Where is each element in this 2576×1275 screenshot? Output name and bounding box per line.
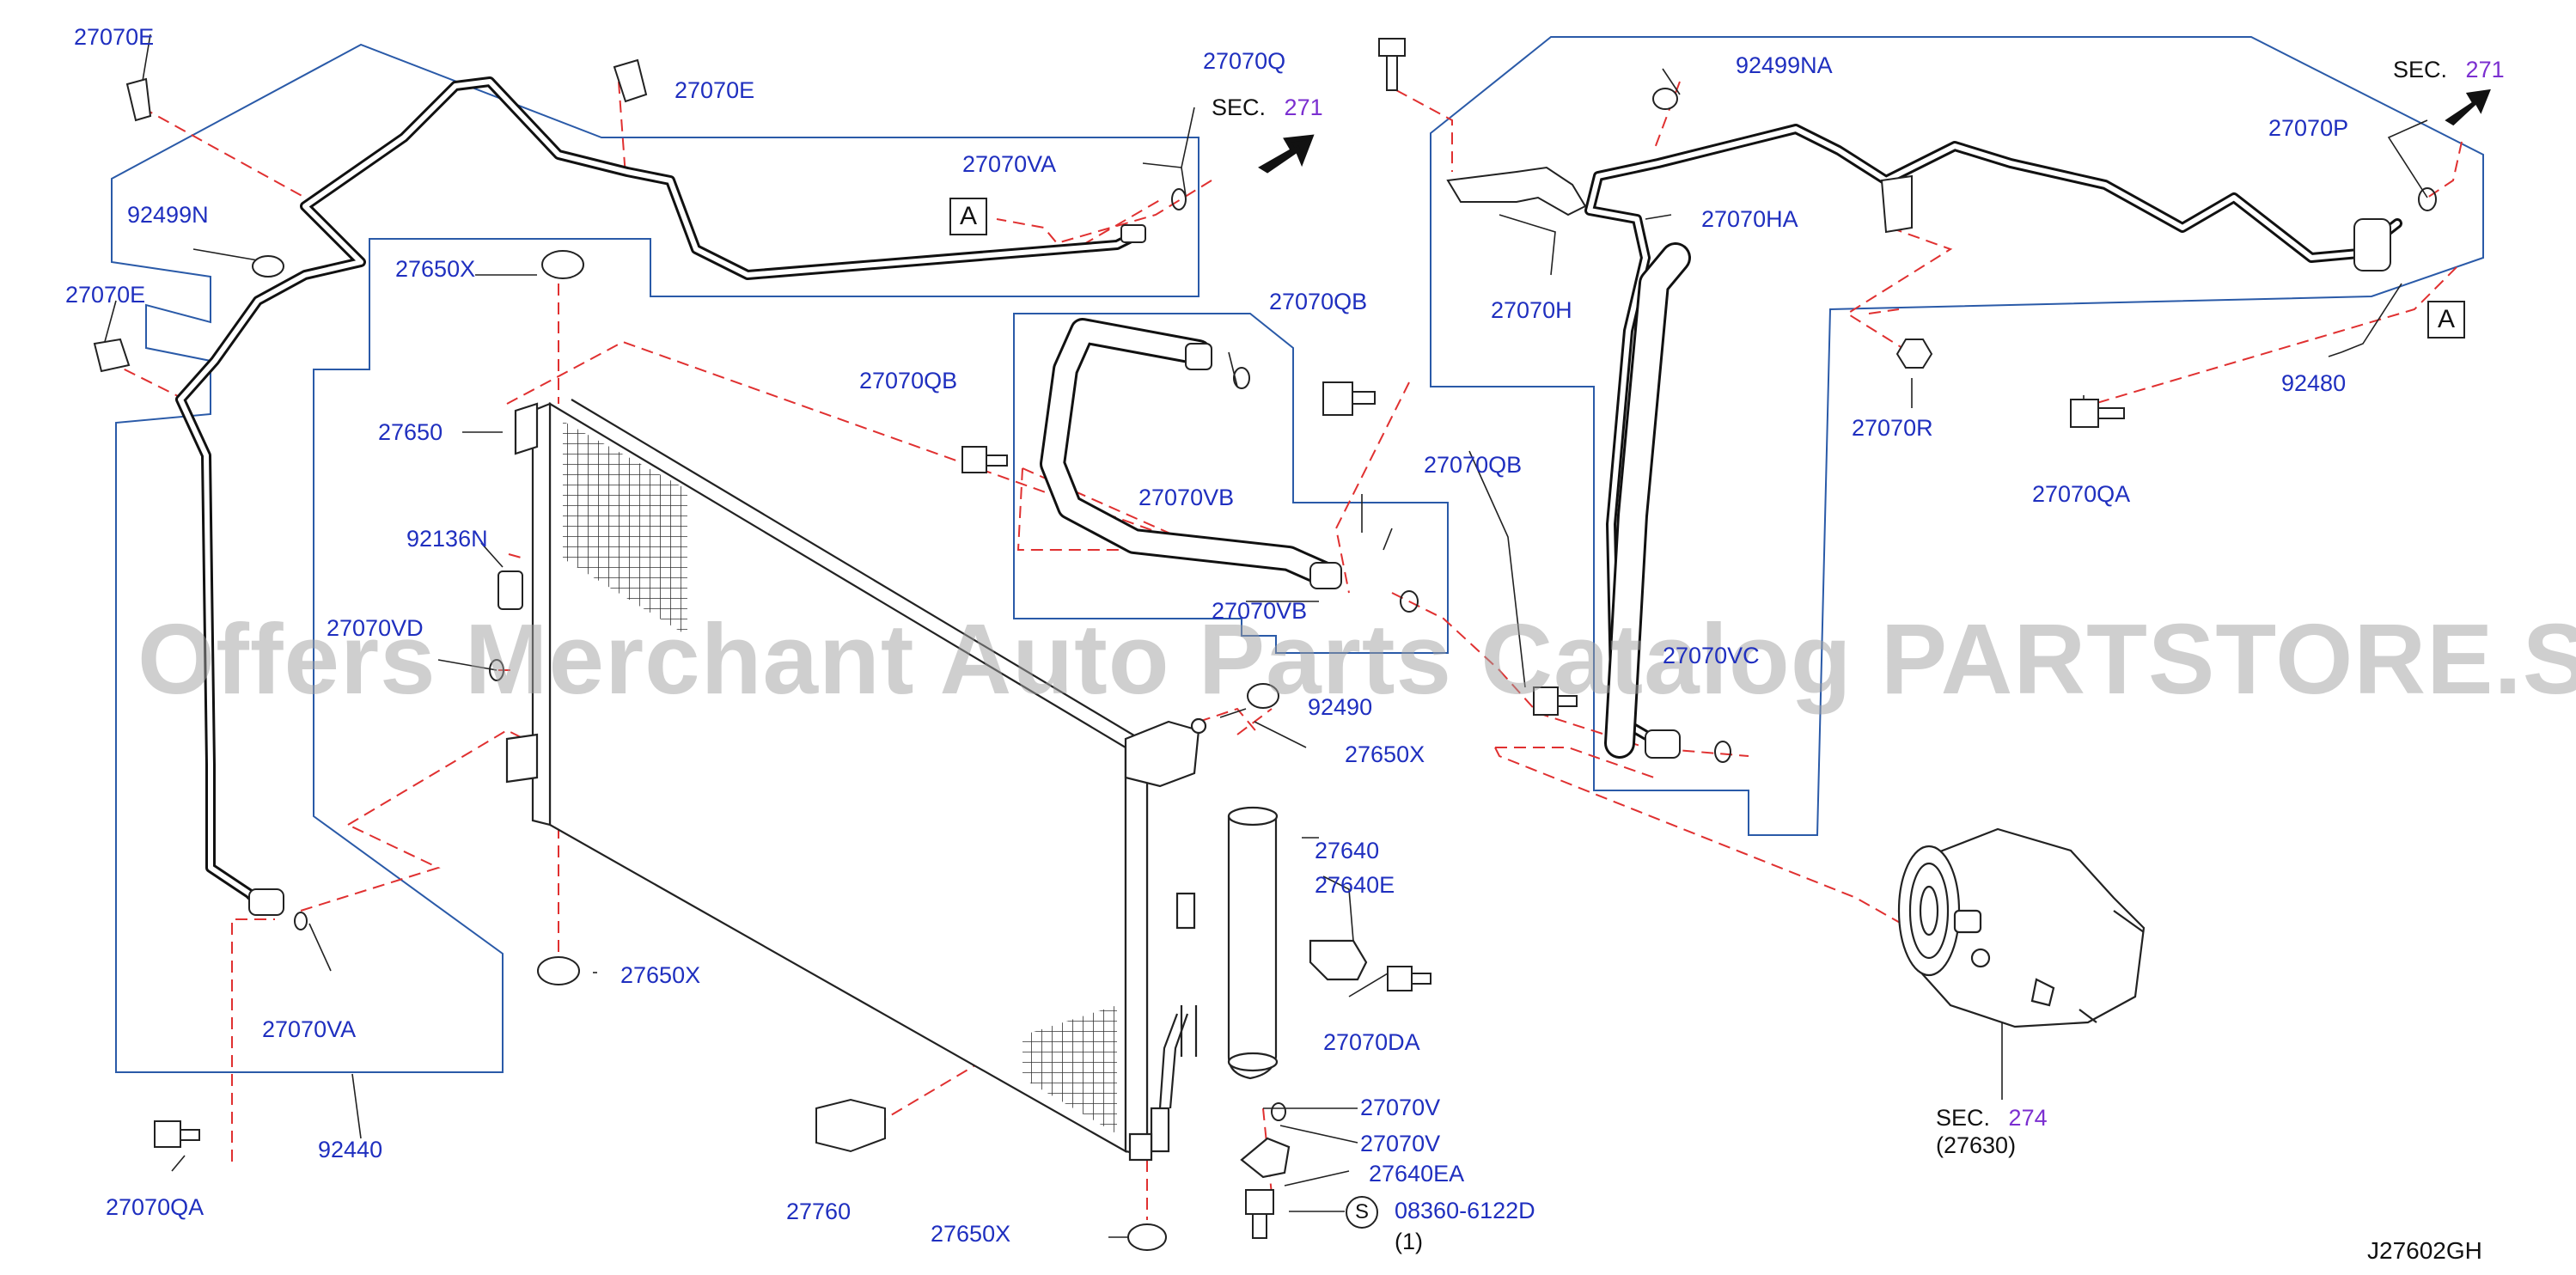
- label-92440[interactable]: 92440: [318, 1137, 383, 1162]
- label-27070E-top-left[interactable]: 27070E: [74, 24, 155, 50]
- bushing-bottom-center: [1127, 1223, 1167, 1251]
- label-27650X-bottom-left[interactable]: 27650X: [620, 962, 701, 988]
- compressor-27630: [1897, 827, 2146, 1028]
- label-27070H[interactable]: 27070H: [1491, 297, 1572, 323]
- section-ref-271-left[interactable]: SEC. 271: [1212, 96, 1323, 119]
- label-27070P[interactable]: 27070P: [2268, 115, 2349, 141]
- label-27650X-bottom[interactable]: 27650X: [931, 1221, 1011, 1247]
- label-08360-6122D[interactable]: 08360-6122D: [1395, 1198, 1535, 1223]
- frame-center-hose: [1013, 313, 1449, 654]
- label-27640E[interactable]: 27640E: [1315, 872, 1395, 898]
- sensor-92136N: [497, 570, 523, 610]
- label-27070E-top[interactable]: 27070E: [675, 77, 755, 103]
- clip-27070E-top: [613, 58, 648, 103]
- frame-left-assembly: [111, 43, 1199, 1073]
- watermark: Offers Merchant Auto Parts Catalog PARTS…: [137, 603, 2576, 715]
- label-27650X-top[interactable]: 27650X: [395, 256, 476, 282]
- bushing-top: [541, 250, 584, 279]
- clip-27070E-mid-left: [93, 338, 131, 373]
- section-ref-271-right[interactable]: SEC. 271: [2393, 58, 2505, 82]
- bolt-08360: [1245, 1189, 1274, 1239]
- s-badge: S: [1346, 1196, 1378, 1229]
- label-92499N[interactable]: 92499N: [127, 202, 209, 228]
- bolt-27070QA-right: [2070, 399, 2125, 428]
- nut-27070R: [1895, 339, 1933, 369]
- clamp-27640E: [1309, 939, 1368, 981]
- label-92490[interactable]: 92490: [1308, 694, 1373, 720]
- arrow-sec271-right: [2445, 88, 2491, 126]
- receiver-drier-27640: [1227, 806, 1368, 1179]
- small-parts: [93, 38, 2437, 1251]
- bolt-27070QA-left: [154, 1120, 200, 1148]
- label-92499NA[interactable]: 92499NA: [1736, 52, 1833, 78]
- label-27070V-a[interactable]: 27070V: [1360, 1095, 1441, 1120]
- label-27070VB-upper[interactable]: 27070VB: [1138, 485, 1235, 510]
- bushing-bottom-left: [537, 956, 580, 985]
- frame-right-assembly: [1430, 36, 2484, 836]
- condenser-mesh-top: [563, 421, 687, 636]
- label-27070QB-a[interactable]: 27070QB: [859, 368, 958, 393]
- label-92136N[interactable]: 92136N: [406, 526, 488, 552]
- section-ref-274[interactable]: SEC. 274: [1936, 1107, 2048, 1130]
- label-27070HA[interactable]: 27070HA: [1701, 206, 1798, 232]
- label-27070QA-right[interactable]: 27070QA: [2032, 481, 2131, 507]
- cap-92499NA: [1652, 88, 1678, 110]
- section-number[interactable]: 271: [2465, 57, 2505, 82]
- callout-a-right: A: [2427, 301, 2465, 339]
- label-27640[interactable]: 27640: [1315, 838, 1380, 863]
- hose-right: [1584, 124, 2402, 759]
- label-27070QB-b[interactable]: 27070QB: [1269, 289, 1368, 314]
- condenser-27650: [505, 399, 1207, 1162]
- label-27070E-mid-left[interactable]: 27070E: [65, 282, 146, 308]
- label-27070Q[interactable]: 27070Q: [1203, 48, 1286, 74]
- diagram-code: J27602GH: [2367, 1237, 2482, 1264]
- label-quantity: (1): [1395, 1229, 1423, 1254]
- label-27640EA[interactable]: 27640EA: [1369, 1161, 1465, 1187]
- label-27070R[interactable]: 27070R: [1852, 415, 1933, 441]
- label-27070QB-c[interactable]: 27070QB: [1424, 452, 1523, 478]
- bracket-27070H: [1446, 166, 1587, 217]
- section-prefix: SEC.: [2393, 57, 2448, 82]
- bolt-27070QB-b: [1322, 381, 1376, 416]
- label-27070VB-lower[interactable]: 27070VB: [1212, 598, 1308, 624]
- connector-27760: [815, 1098, 886, 1153]
- bolt-27070DA: [1387, 966, 1431, 991]
- label-27070VD[interactable]: 27070VD: [327, 615, 424, 641]
- bolt-27070QB-c: [1533, 686, 1578, 716]
- arrow-sec271-left: [1258, 134, 1315, 174]
- cap-92499N: [252, 255, 284, 278]
- assembly-frames: [111, 36, 2484, 1073]
- clip-27070E-top-left: [125, 77, 152, 122]
- section-arrows: [1258, 88, 2491, 174]
- condenser-mesh-bottom: [1022, 1005, 1117, 1134]
- grommet-92490: [1247, 683, 1279, 709]
- label-27070QA-left[interactable]: 27070QA: [106, 1194, 204, 1220]
- hose-center: [1040, 318, 1340, 589]
- section-number[interactable]: 274: [2008, 1105, 2048, 1131]
- callout-a-left: A: [949, 198, 987, 235]
- bolt-27070QB-a: [961, 446, 1008, 473]
- label-27070VC[interactable]: 27070VC: [1663, 643, 1760, 668]
- label-27070VA-left[interactable]: 27070VA: [262, 1016, 357, 1042]
- label-27630: (27630): [1936, 1132, 2017, 1158]
- bracket-27070HA: [1880, 174, 1913, 234]
- label-27070V-b[interactable]: 27070V: [1360, 1131, 1441, 1156]
- section-prefix: SEC.: [1212, 95, 1267, 120]
- label-27070DA[interactable]: 27070DA: [1323, 1029, 1420, 1055]
- bolt-27070Q: [1378, 38, 1406, 91]
- section-number[interactable]: 271: [1284, 95, 1323, 120]
- label-27650[interactable]: 27650: [378, 419, 443, 445]
- section-prefix: SEC.: [1936, 1105, 1991, 1131]
- label-27070VA-top[interactable]: 27070VA: [962, 151, 1057, 177]
- label-92480[interactable]: 92480: [2281, 370, 2347, 396]
- label-27760[interactable]: 27760: [786, 1199, 852, 1224]
- label-27650X-right[interactable]: 27650X: [1345, 741, 1425, 767]
- pipe-92440: [175, 76, 1139, 907]
- clamp-27640EA: [1240, 1137, 1291, 1179]
